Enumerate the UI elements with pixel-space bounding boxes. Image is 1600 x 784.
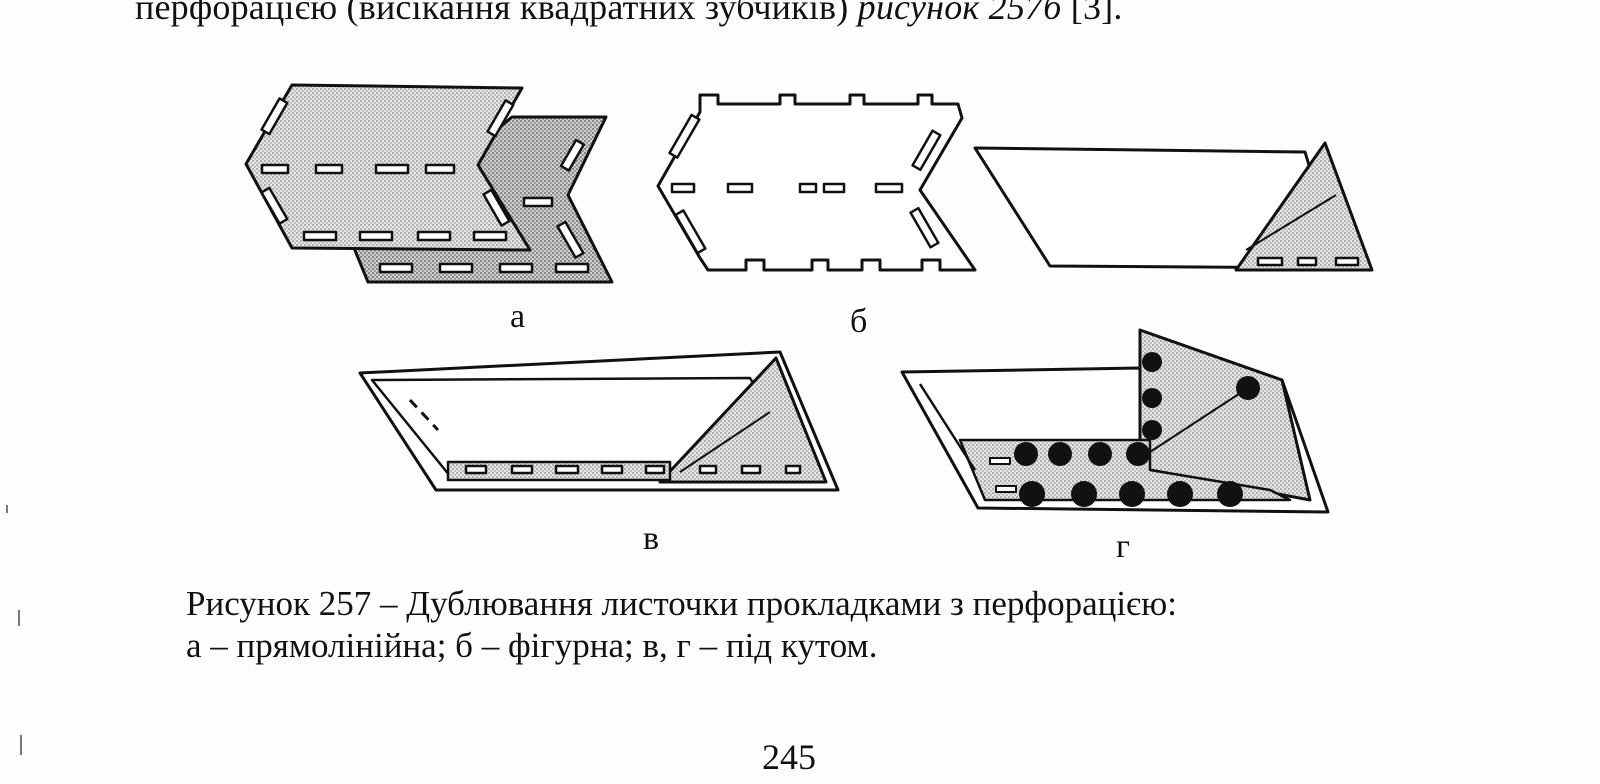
top-text-figure-ref: рисунок 257б <box>857 0 1062 27</box>
drawing-g-bottom-strip <box>958 438 1292 502</box>
scan-speck <box>20 735 22 755</box>
drawing-b-figured <box>656 93 977 272</box>
drawing-v-angle <box>358 350 840 492</box>
drawing-angle-top <box>973 141 1374 272</box>
top-text-citation: [3]. <box>1070 0 1123 27</box>
caption-line-2: а – прямолінійна; б – фігурна; в, г – пі… <box>186 626 878 665</box>
drawing-v-insert <box>658 356 828 484</box>
top-text-plain: перфорацією (висікання квадратних зубчик… <box>135 0 849 27</box>
label-g: г <box>1116 528 1130 565</box>
scan-speck <box>6 505 8 513</box>
page-number: 245 <box>762 737 816 777</box>
label-a: а <box>510 298 526 335</box>
drawing-b-sheet <box>656 93 977 272</box>
scan-speck <box>18 610 20 626</box>
drawing-a-straight <box>244 83 614 284</box>
figure-caption: Рисунок 257 – Дублювання листочки прокла… <box>186 583 1177 667</box>
label-v: в <box>643 520 660 557</box>
drawing-angle-top-insert <box>1234 141 1374 272</box>
label-b: б <box>850 303 868 340</box>
caption-line-1: Рисунок 257 – Дублювання листочки прокла… <box>186 584 1177 623</box>
drawing-g-angle <box>900 328 1330 514</box>
top-text-line: перфорацією (висікання квадратних зубчик… <box>135 0 1123 28</box>
